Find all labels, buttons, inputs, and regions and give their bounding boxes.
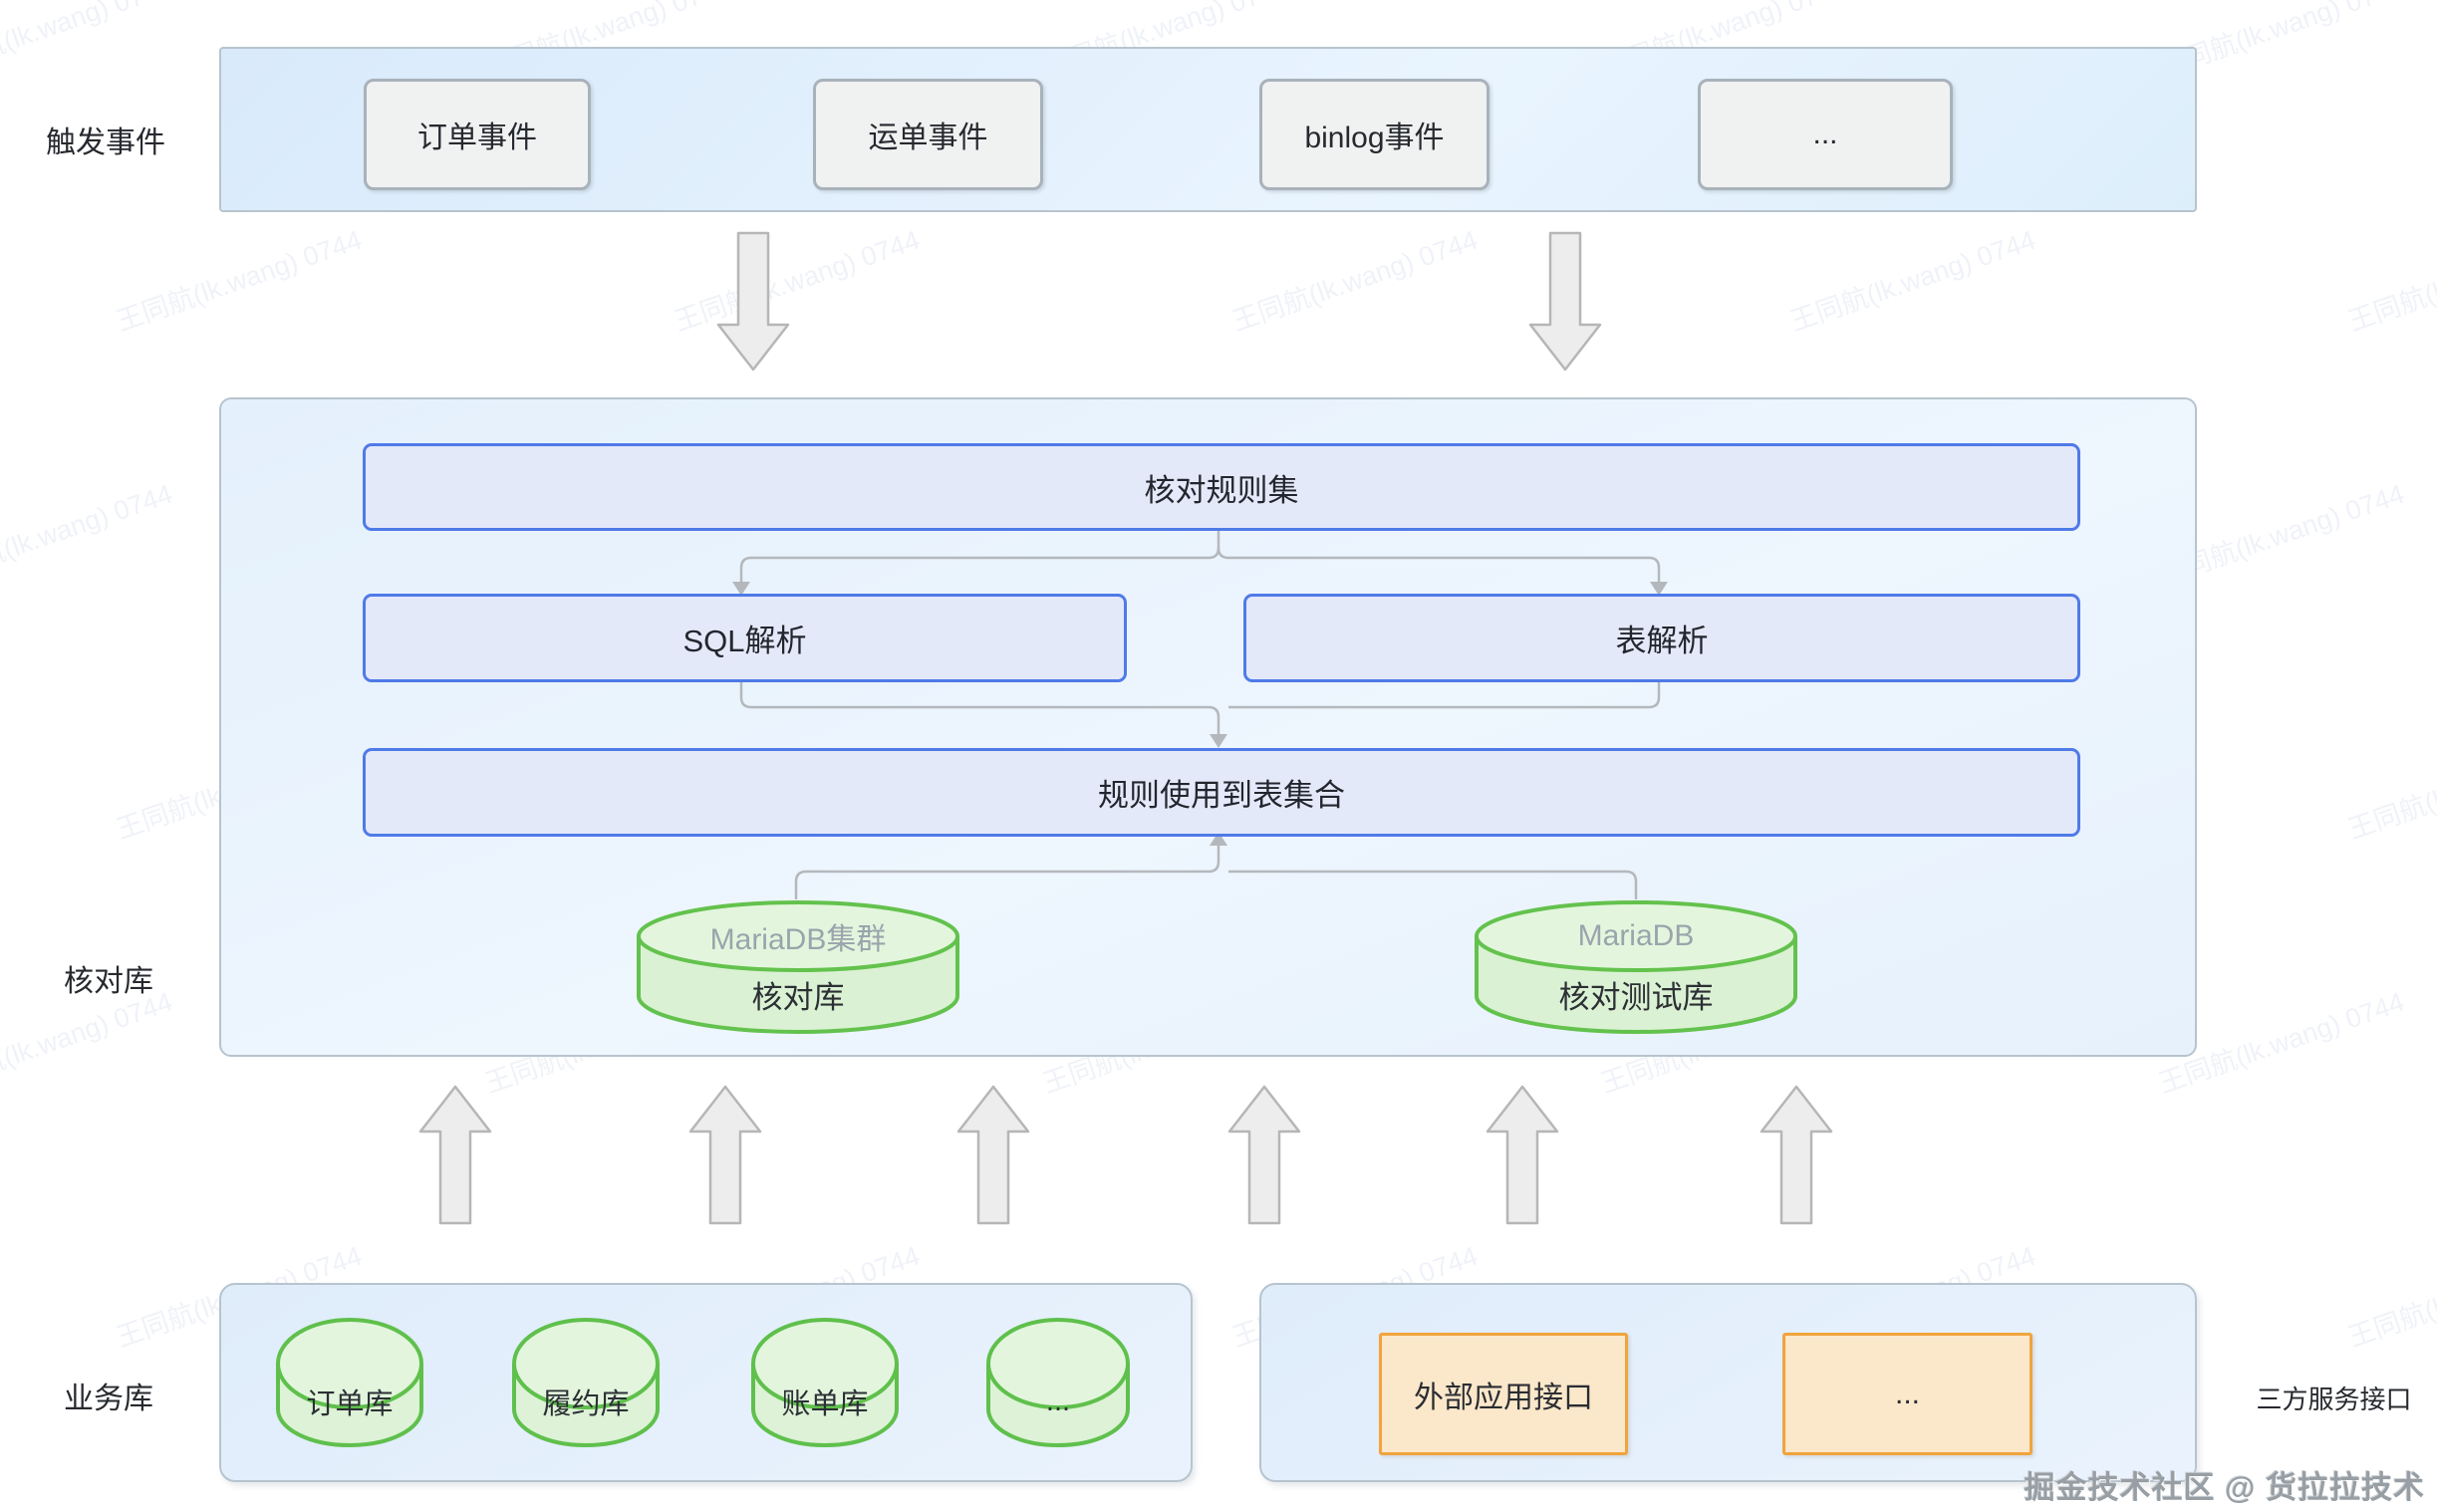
section-label-trigger-events: 触发事件	[46, 126, 165, 159]
cylinder-icon	[986, 1318, 1130, 1447]
arrow-up-icon	[1486, 1085, 1559, 1225]
event-box-order: 订单事件	[364, 79, 591, 190]
cylinder-name-label: 核对库	[751, 979, 845, 1015]
credit-text: 掘金技术社区 @ 货拉拉技术	[2024, 1470, 2425, 1505]
event-box-binlog: binlog事件	[1259, 79, 1489, 190]
event-box-more: ...	[1698, 79, 1953, 190]
arrow-down-icon	[716, 231, 790, 372]
cylinder-icon	[512, 1318, 660, 1447]
arrow-down-icon	[1528, 231, 1602, 372]
arrow-up-icon	[418, 1085, 492, 1225]
section-label-check-db: 核对库	[64, 965, 153, 998]
cylinder-name-label: 账单库	[781, 1388, 869, 1420]
database-cylinder-check-db: MariaDB集群 核对库	[634, 896, 962, 1038]
cylinder-engine-label: MariaDB集群	[709, 923, 887, 956]
database-cylinder-check-test-db: MariaDB 核对测试库	[1472, 896, 1800, 1038]
cylinder-icon	[1475, 900, 1797, 1034]
cylinder-icon	[276, 1318, 423, 1447]
cylinder-name-label: 履约库	[542, 1388, 630, 1420]
arrow-up-icon	[1760, 1085, 1833, 1225]
box-check-rule-set: 核对规则集	[363, 443, 2080, 531]
section-label-business-db: 业务库	[64, 1383, 153, 1415]
database-cylinder-more: ...	[984, 1316, 1132, 1451]
cylinder-name-label: 核对测试库	[1558, 979, 1714, 1015]
arrow-up-icon	[956, 1085, 1030, 1225]
database-cylinder-bill-db: 账单库	[749, 1316, 901, 1451]
arrow-up-icon	[1227, 1085, 1301, 1225]
arrow-up-icon	[688, 1085, 762, 1225]
box-table-parse: 表解析	[1243, 594, 2080, 682]
box-external-app-api: 外部应用接口	[1379, 1333, 1628, 1455]
event-box-waybill: 运单事件	[813, 79, 1043, 190]
box-sql-parse: SQL解析	[363, 594, 1127, 682]
cylinder-icon	[637, 900, 959, 1034]
database-cylinder-order-db: 订单库	[274, 1316, 425, 1451]
cylinder-name-label: ...	[1045, 1385, 1071, 1417]
cylinder-icon	[751, 1318, 899, 1447]
section-label-third-party: 三方服务接口	[2256, 1385, 2412, 1414]
box-more-services: ...	[1782, 1333, 2032, 1455]
cylinder-name-label: 订单库	[306, 1388, 394, 1420]
box-rule-table-set: 规则使用到表集合	[363, 748, 2080, 837]
database-cylinder-fulfillment-db: 履约库	[510, 1316, 662, 1451]
cylinder-engine-label: MariaDB	[1577, 919, 1695, 952]
